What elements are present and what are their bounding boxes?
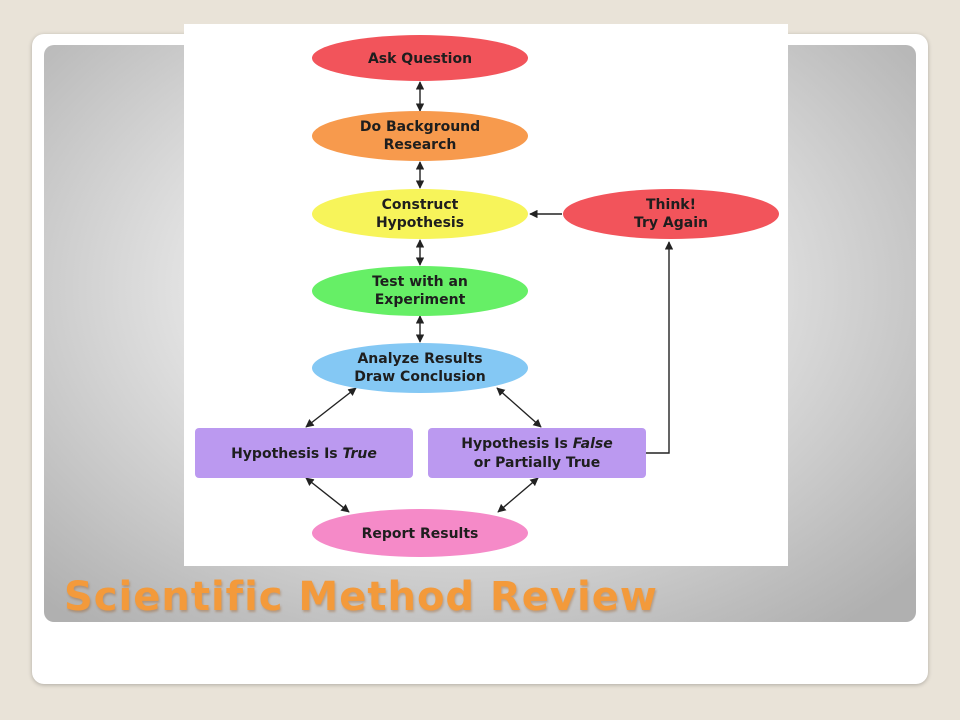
- node-test-experiment-label-line1: Test with an: [372, 274, 468, 290]
- connector-true-report: [305, 477, 350, 513]
- node-think-try-again: Think! Try Again: [563, 189, 779, 239]
- node-hypothesis-false-shape: [428, 428, 646, 478]
- node-hypothesis-false-label-prefix: Hypothesis Is: [461, 436, 572, 452]
- node-analyze-results-label-line1: Analyze Results: [357, 351, 482, 367]
- node-construct-hypothesis: Construct Hypothesis: [312, 189, 528, 239]
- node-hypothesis-true-label: Hypothesis Is True: [231, 446, 377, 462]
- node-hypothesis-false-label-line1: Hypothesis Is False: [461, 436, 612, 452]
- node-test-experiment: Test with an Experiment: [312, 266, 528, 316]
- node-hypothesis-true-shape: [195, 428, 413, 478]
- node-report-results-shape: [312, 509, 528, 557]
- node-ask-question-label: Ask Question: [368, 51, 472, 67]
- connector-analyze-false: [496, 387, 542, 428]
- node-hypothesis-true: Hypothesis Is True: [195, 428, 413, 478]
- node-test-experiment-shape: [312, 266, 528, 316]
- connector-false-report: [497, 477, 539, 513]
- node-background-research-shape: [312, 111, 528, 161]
- node-construct-hypothesis-label-line1: Construct: [382, 197, 459, 213]
- node-construct-hypothesis-label-line2: Hypothesis: [376, 215, 464, 231]
- node-background-research-label-line1: Do Background: [360, 119, 480, 135]
- node-background-research: Do Background Research: [312, 111, 528, 161]
- node-test-experiment-label-line2: Experiment: [375, 292, 466, 308]
- node-hypothesis-false-label-italic: False: [573, 436, 613, 452]
- node-analyze-results: Analyze Results Draw Conclusion: [312, 343, 528, 393]
- connector-false-think: [646, 241, 674, 454]
- node-hypothesis-true-label-italic: True: [343, 446, 377, 462]
- node-analyze-results-shape: [312, 343, 528, 393]
- node-background-research-label-line2: Research: [384, 137, 457, 153]
- node-hypothesis-false-label-line2: or Partially True: [474, 455, 601, 471]
- node-think-try-again-label-line2: Try Again: [634, 215, 708, 231]
- connector-analyze-true: [305, 387, 357, 428]
- flowchart-svg: Ask Question Do Background Research Cons…: [195, 35, 779, 557]
- slide-title: Scientific Method Review: [64, 574, 658, 620]
- node-think-try-again-label-line1: Think!: [646, 197, 696, 213]
- node-hypothesis-true-label-prefix: Hypothesis Is: [231, 446, 342, 462]
- node-report-results: Report Results: [312, 509, 528, 557]
- node-think-try-again-shape: [563, 189, 779, 239]
- node-ask-question-shape: [312, 35, 528, 81]
- scientific-method-flowchart: Ask Question Do Background Research Cons…: [184, 24, 788, 566]
- node-analyze-results-label-line2: Draw Conclusion: [354, 369, 485, 385]
- node-hypothesis-false: Hypothesis Is False or Partially True: [428, 428, 646, 478]
- node-report-results-label: Report Results: [362, 526, 479, 542]
- node-construct-hypothesis-shape: [312, 189, 528, 239]
- node-ask-question: Ask Question: [312, 35, 528, 81]
